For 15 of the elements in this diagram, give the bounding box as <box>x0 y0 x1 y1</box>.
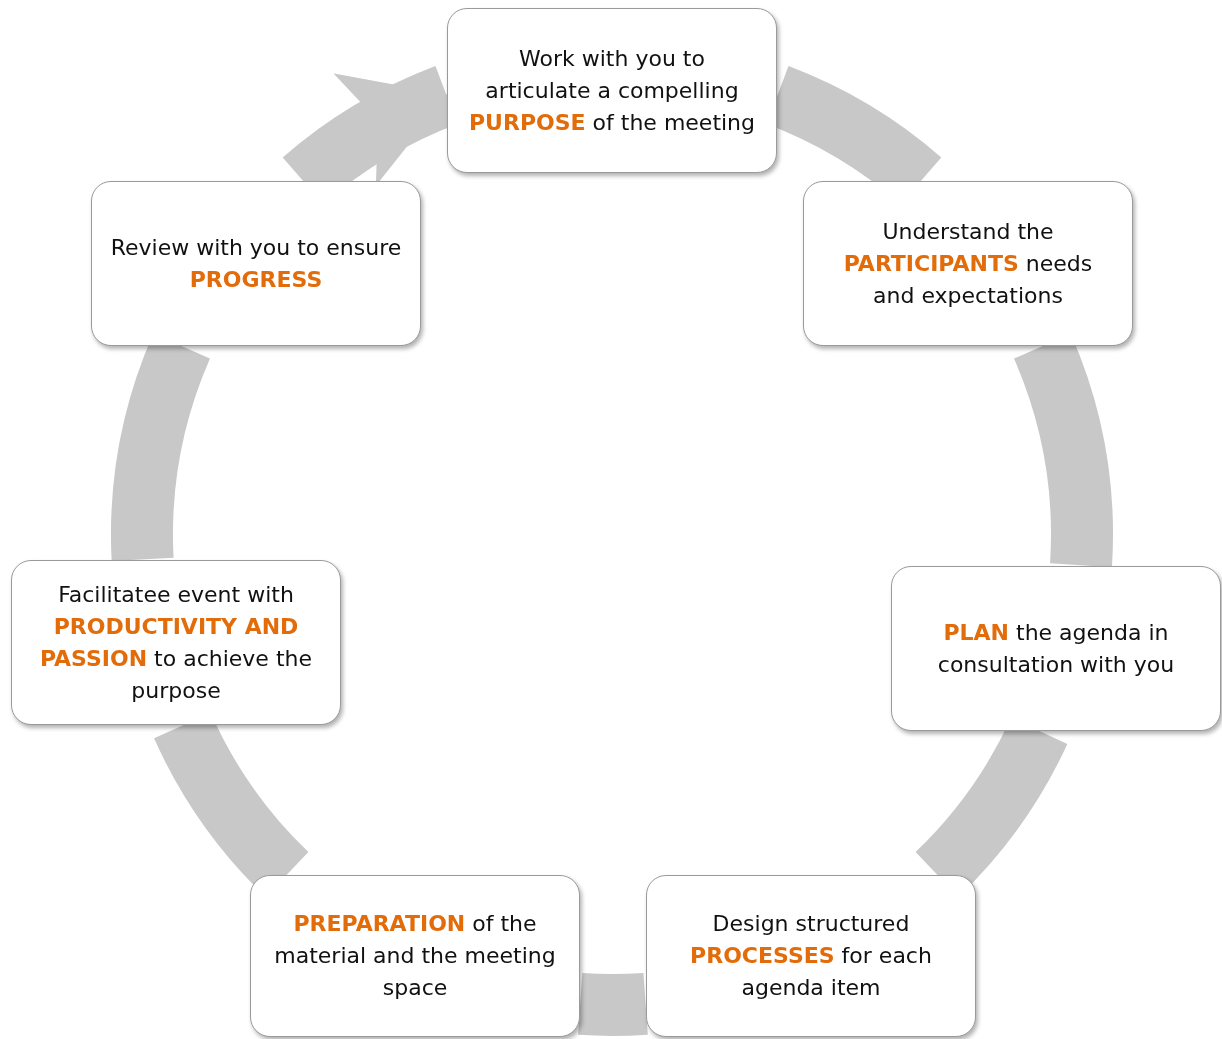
step-text: Design structured PROCESSES for each agenda item <box>689 910 933 1002</box>
step-box <box>891 566 1221 731</box>
step-box <box>11 560 341 725</box>
step-box <box>91 181 421 346</box>
step-text: Work with you to articulate a compelling PURPOSE of the meeting <box>467 44 757 137</box>
step-box <box>803 181 1133 346</box>
step-text: PREPARATION of the material and the meeting space <box>273 910 557 1002</box>
step-text: Understand the PARTICIPANTS needs and expectations <box>842 217 1094 310</box>
step-box <box>250 875 580 1037</box>
step-text: Facilitatee event with PRODUCTIVITY AND PASSION to achieve the purpose <box>38 580 313 705</box>
cycle-band <box>578 972 648 1036</box>
step-box <box>447 8 777 173</box>
step-text: PLAN the agenda in consultation with you <box>936 618 1176 679</box>
step-box <box>646 875 976 1037</box>
step-text: Review with you to ensure PROGRESS <box>109 233 403 294</box>
